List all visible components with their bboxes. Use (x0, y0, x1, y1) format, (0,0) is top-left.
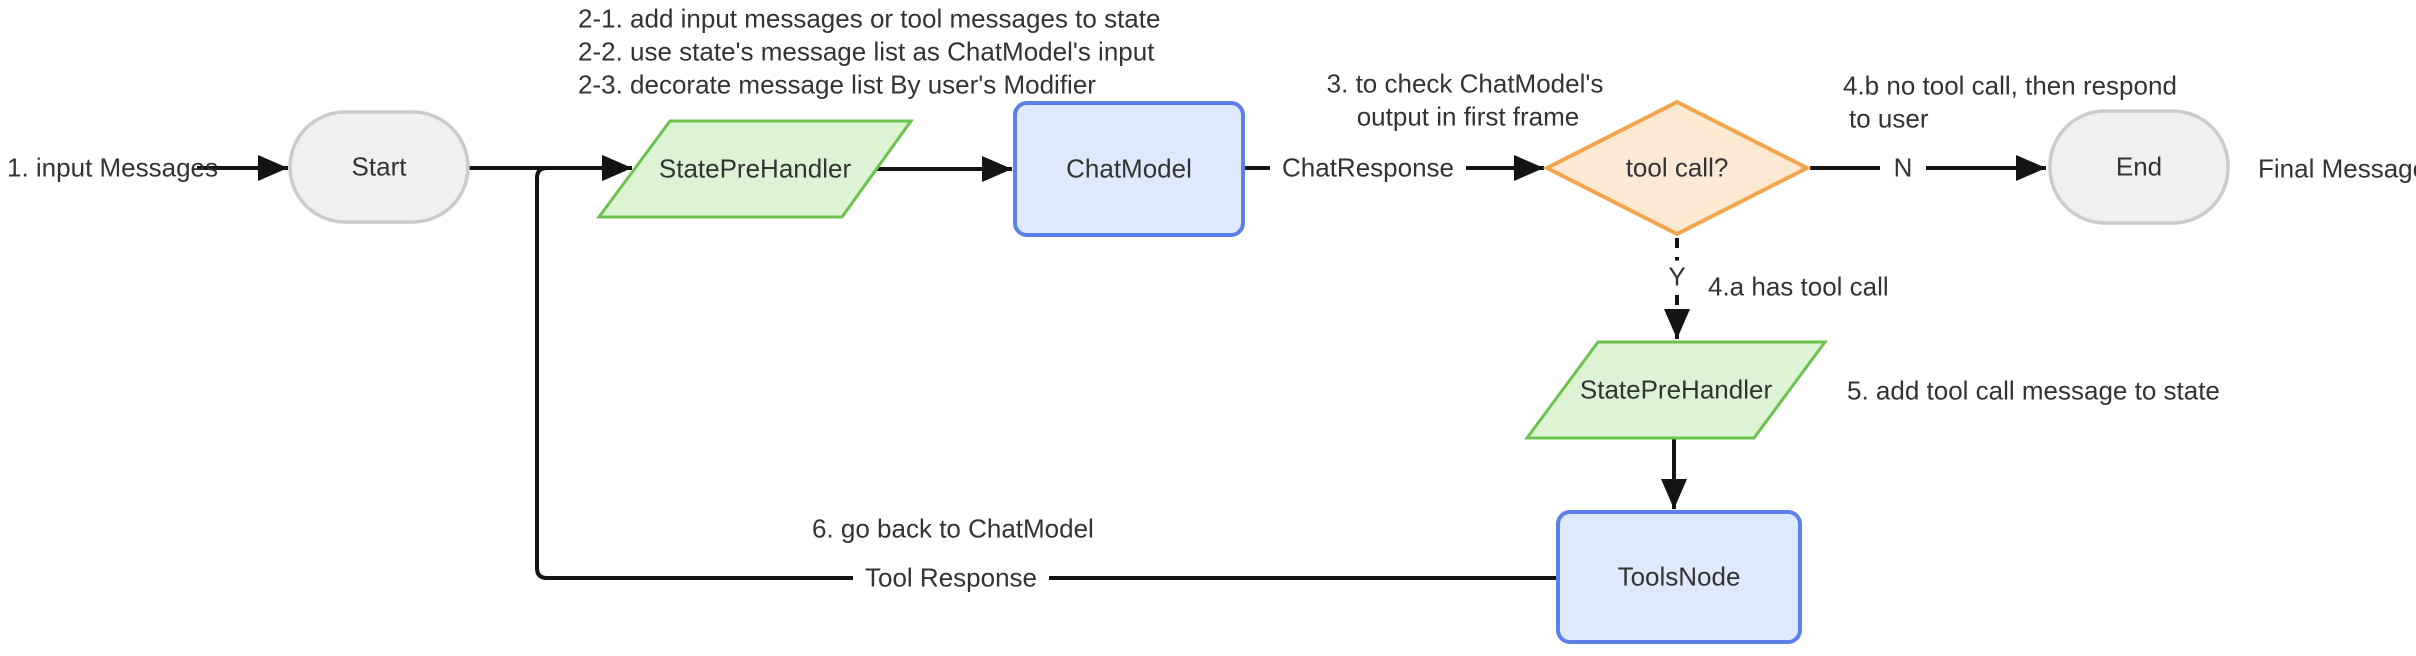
annotation-step5: 5. add tool call message to state (1847, 375, 2220, 406)
end-node-shape (2048, 109, 2230, 225)
tools-node-label: ToolsNode (1617, 561, 1741, 592)
state-pre-handler-loop-label: StatePreHandler (1579, 374, 1773, 405)
start-node-label: Start (351, 151, 407, 182)
yes-branch-label: Y (1656, 260, 1698, 294)
input-messages-edge-label: 1. input Messages (7, 152, 219, 183)
chat-model-label: ChatModel (1066, 153, 1192, 184)
state-pre-handler-loop-shape (1524, 340, 1828, 440)
final-message-edge-label: Final Message (2258, 153, 2416, 184)
chat-model-shape (1013, 101, 1245, 237)
tools-node-shape (1556, 510, 1802, 644)
chat-response-edge-label: ChatResponse (1270, 151, 1466, 185)
annotation-step2-line1: 2-1. add input messages or tool messages… (578, 3, 1161, 34)
no-branch-label: N (1881, 151, 1925, 185)
annotation-step6: 6. go back to ChatModel (812, 513, 1094, 544)
annotation-step3-line1: 3. to check ChatModel's (1326, 68, 1604, 99)
tool-response-edge-label: Tool Response (853, 561, 1049, 595)
tool-call-decision-label: tool call? (1625, 152, 1729, 183)
annotation-step2-line3: 2-3. decorate message list By user's Mod… (578, 69, 1096, 100)
state-pre-handler-shape (596, 119, 914, 219)
annotation-step4a: 4.a has tool call (1708, 271, 1889, 302)
annotation-step2-line2: 2-2. use state's message list as ChatMod… (578, 36, 1155, 67)
start-node-shape (288, 110, 470, 224)
annotation-step4b-line1: 4.b no tool call, then respond (1843, 70, 2177, 101)
state-pre-handler-label: StatePreHandler (658, 153, 852, 184)
annotation-step4b-line2: to user (1849, 103, 1929, 134)
tool-call-decision-shape (1542, 99, 1812, 237)
edge-toolsnode-feedback (535, 155, 1558, 580)
annotation-step3-line2: output in first frame (1356, 101, 1580, 132)
end-node-label: End (2115, 151, 2163, 182)
